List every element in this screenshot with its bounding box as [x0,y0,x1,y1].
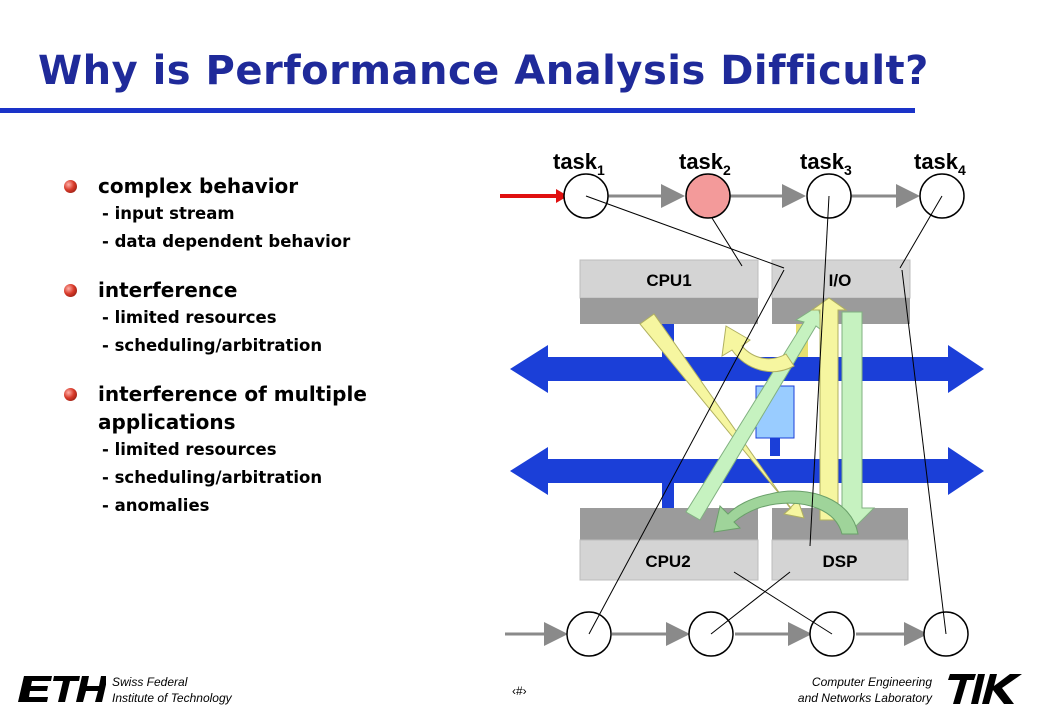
arrow-cpu1-to-dsp [639,313,805,519]
bullet-subitem: - scheduling/arbitration [102,336,323,355]
map-dsp-b2 [710,571,791,635]
io-label: I/O [829,271,852,290]
map-task2-cpu1 [711,217,743,267]
bullet-dot-icon [64,388,77,401]
map-task3-dsp [809,195,830,547]
map-io-b4 [901,269,947,635]
bus-bottom [510,447,984,495]
bullet-heading: interference [98,278,238,302]
page-number: ‹#› [512,684,527,698]
bullet-subitem: - data dependent behavior [102,232,351,251]
map-task4-io [899,195,943,269]
eth-logo [18,676,106,702]
bus-top [510,345,984,393]
io-unit: I/O [771,259,911,324]
input-stream-arrowhead [556,189,568,203]
bullet-dot-icon [64,284,77,297]
bullet-heading: complex behavior [98,174,299,198]
cpu1-label: CPU1 [646,271,691,290]
task-node-2-active [685,173,731,219]
bullet-subitem: - input stream [102,204,235,223]
footer-right-line2: and Networks Laboratory [797,691,932,705]
cpu2-unit: CPU2 [579,508,759,581]
bullet-heading: interference of multiple [98,382,367,406]
bullet-subitem: - scheduling/arbitration [102,468,323,487]
dsp-label: DSP [823,552,858,571]
map-io-b1 [588,269,785,635]
footer-institution: Swiss Federal Institute of Technology [112,674,232,706]
mapping-lines [585,195,947,635]
task-chain-bottom [505,611,969,657]
bullet-list: complex behavior - input stream - data d… [62,172,482,540]
bullet-subitem: - limited resources [102,440,277,459]
slide-title: Why is Performance Analysis Difficult? [38,48,929,94]
footer-lab: Computer Engineering and Networks Labora… [798,674,932,706]
footer-right-line1: Computer Engineering [811,675,932,689]
bullet-dot-icon [64,180,77,193]
communication-arrows [639,297,876,535]
bullet-subitem: - anomalies [102,496,210,515]
title-underline [0,108,915,113]
bullet-heading-line2: applications [98,410,236,434]
map-cpu2-b3 [733,571,833,635]
bullet-interference: interference - limited resources - sched… [62,276,482,360]
bullet-complex-behavior: complex behavior - input stream - data d… [62,172,482,256]
task-label-3: task3 [800,149,852,178]
map-task1-io [585,195,785,269]
task-chain-top [500,173,965,219]
connector [770,436,780,456]
bullet-multiple-applications: interference of multiple applications - … [62,380,482,520]
task-labels: task1 task2 task3 task4 [553,149,966,178]
task-label-2: task2 [679,149,731,178]
footer-left-line1: Swiss Federal [112,675,188,689]
arrow-dsp-to-cpu2-curved [713,490,859,535]
footer-left-line2: Institute of Technology [112,691,232,705]
bullet-subitem: - limited resources [102,308,277,327]
arrow-cpu2-to-io [685,305,825,521]
cpu1-unit: CPU1 [579,259,759,324]
tik-logo [948,674,1026,704]
task-label-1: task1 [553,149,605,178]
arrow-io-to-cpu1-curved [721,325,795,373]
cpu2-label: CPU2 [645,552,690,571]
buses [510,345,984,495]
task-label-4: task4 [914,149,966,178]
